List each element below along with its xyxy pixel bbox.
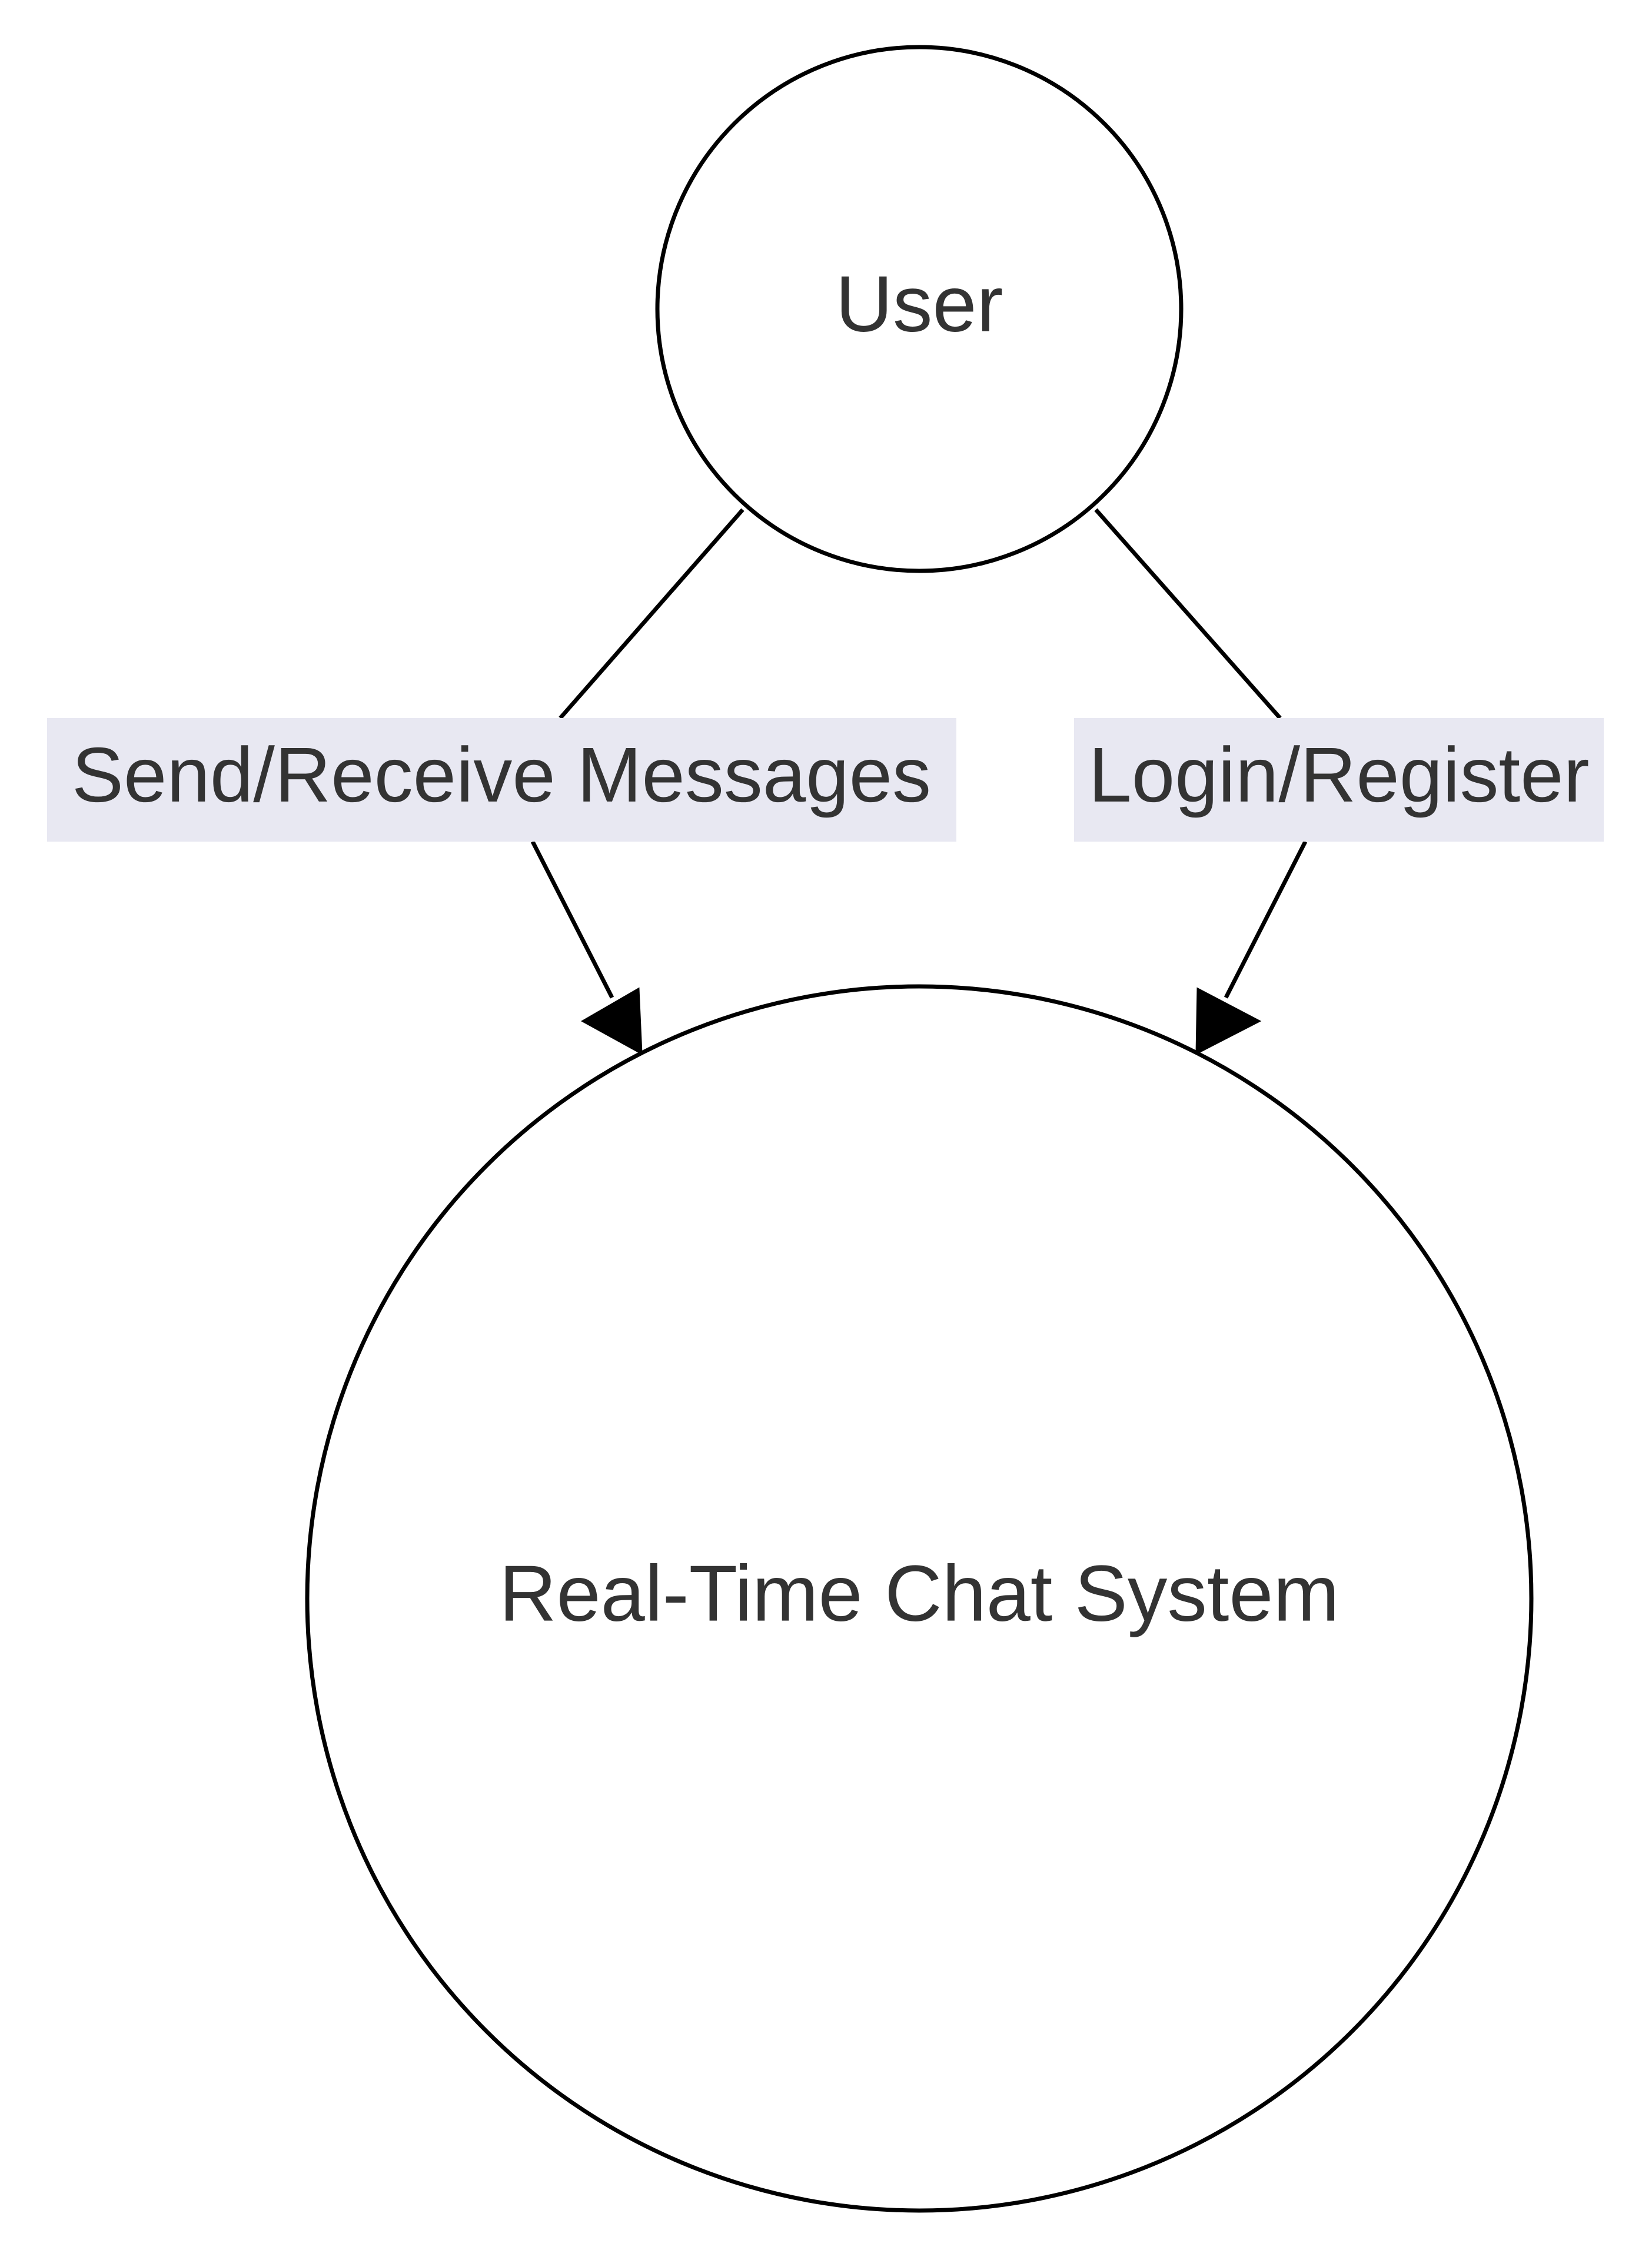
node-system[interactable]: Real-Time Chat System <box>305 984 1534 2213</box>
node-user[interactable]: User <box>655 45 1184 573</box>
edge-line-right-upper <box>1094 508 1282 720</box>
edge-login-register <box>1094 508 1308 1055</box>
node-system-circle <box>305 984 1534 2213</box>
edge-line-left-lower <box>530 840 614 999</box>
arrowhead-left <box>580 987 643 1055</box>
edge-line-left-upper <box>559 508 744 720</box>
edge-label-text-left: Send/Receive Messages <box>72 732 931 818</box>
edge-label-bg-right <box>1074 718 1604 842</box>
arrowhead-right <box>1195 987 1262 1055</box>
edge-label-text-right: Login/Register <box>1088 732 1589 818</box>
edge-line-right-lower <box>1224 840 1308 999</box>
edge-label-bg-left <box>47 718 956 842</box>
node-user-label: User <box>835 260 1003 348</box>
edge-send-receive-messages <box>530 508 744 1055</box>
node-user-circle <box>655 45 1184 573</box>
edge-label-send-receive-messages: Send/Receive Messages <box>47 718 956 842</box>
edge-label-login-register: Login/Register <box>1074 718 1604 842</box>
node-system-label: Real-Time Chat System <box>499 1549 1339 1638</box>
